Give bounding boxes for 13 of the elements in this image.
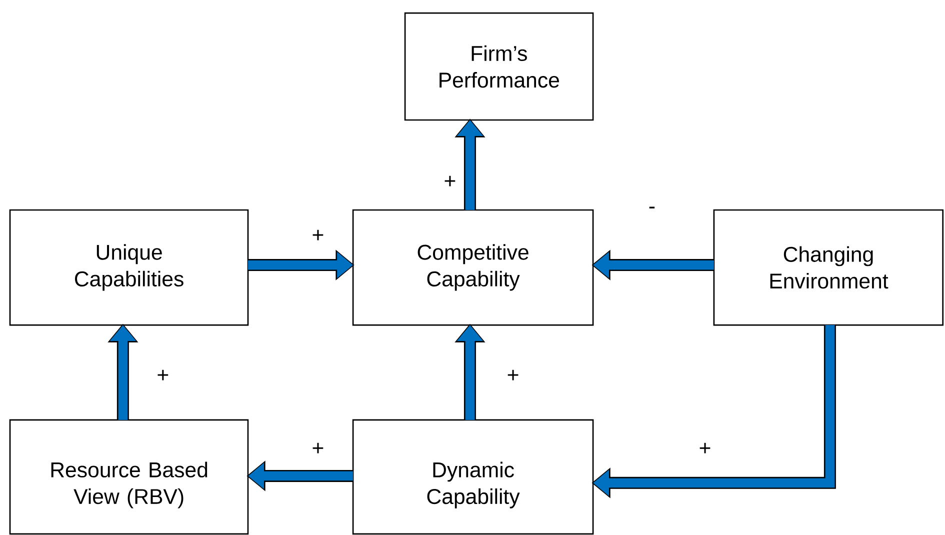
edge-label: + [158,370,168,380]
edge-label: + [312,442,324,454]
edge-label: - [649,206,655,208]
edge-label: + [508,370,518,380]
edge-label: + [444,176,456,186]
concept-box: Resource Based View (RBV) [9,419,249,535]
concept-box: Firm’s Performance [404,12,594,121]
edge-label: + [700,442,710,454]
edge-label: + [312,230,324,240]
concept-box: Dynamic Capability [352,419,594,535]
concept-box: Changing Environment [713,209,944,326]
concept-box: Unique Capabilities [9,209,249,326]
concept-box: Competitive Capability [352,209,594,326]
